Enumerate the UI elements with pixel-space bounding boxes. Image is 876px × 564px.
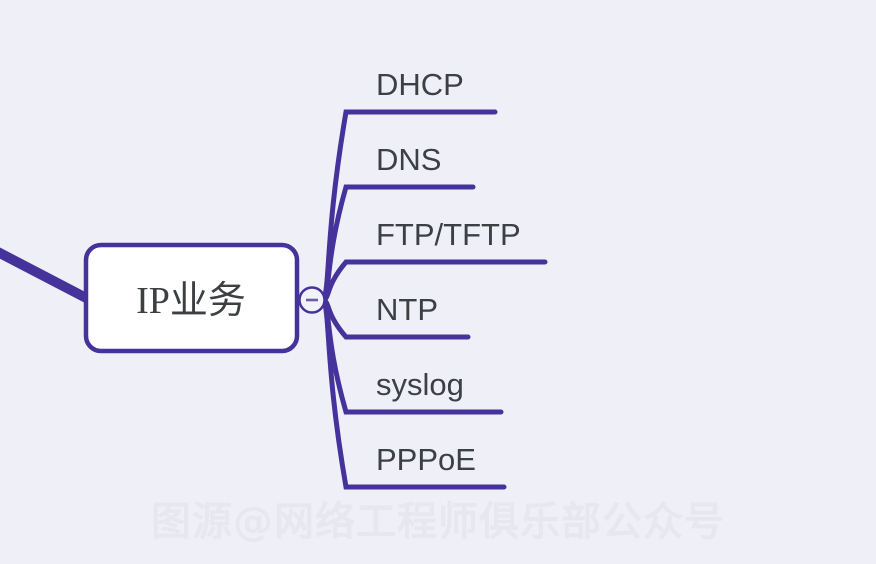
branch-ntp[interactable]: NTP [321, 292, 471, 340]
branch-label: DHCP [376, 67, 464, 102]
incoming-edge-group [0, 247, 93, 305]
central-node-box[interactable] [83, 242, 300, 354]
branch-label: syslog [376, 367, 464, 402]
watermark: 图源@网络工程师俱乐部公众号 [151, 499, 725, 545]
branch-dhcp[interactable]: DHCP [321, 67, 498, 303]
branch-ftp-tftp[interactable]: FTP/TFTP [321, 217, 548, 303]
branch-label: FTP/TFTP [376, 217, 521, 252]
branch-connector [321, 297, 507, 490]
branch-label: DNS [376, 142, 441, 177]
branch-label: NTP [376, 292, 438, 327]
incoming-edge [0, 247, 93, 305]
collapse-toggle[interactable] [298, 286, 326, 314]
central-node[interactable]: IP业务 [83, 242, 300, 354]
branch-label: PPPoE [376, 442, 476, 477]
branch-connector [321, 109, 498, 303]
central-node-label: IP业务 [136, 280, 246, 322]
branch-pppoe[interactable]: PPPoE [321, 297, 507, 490]
